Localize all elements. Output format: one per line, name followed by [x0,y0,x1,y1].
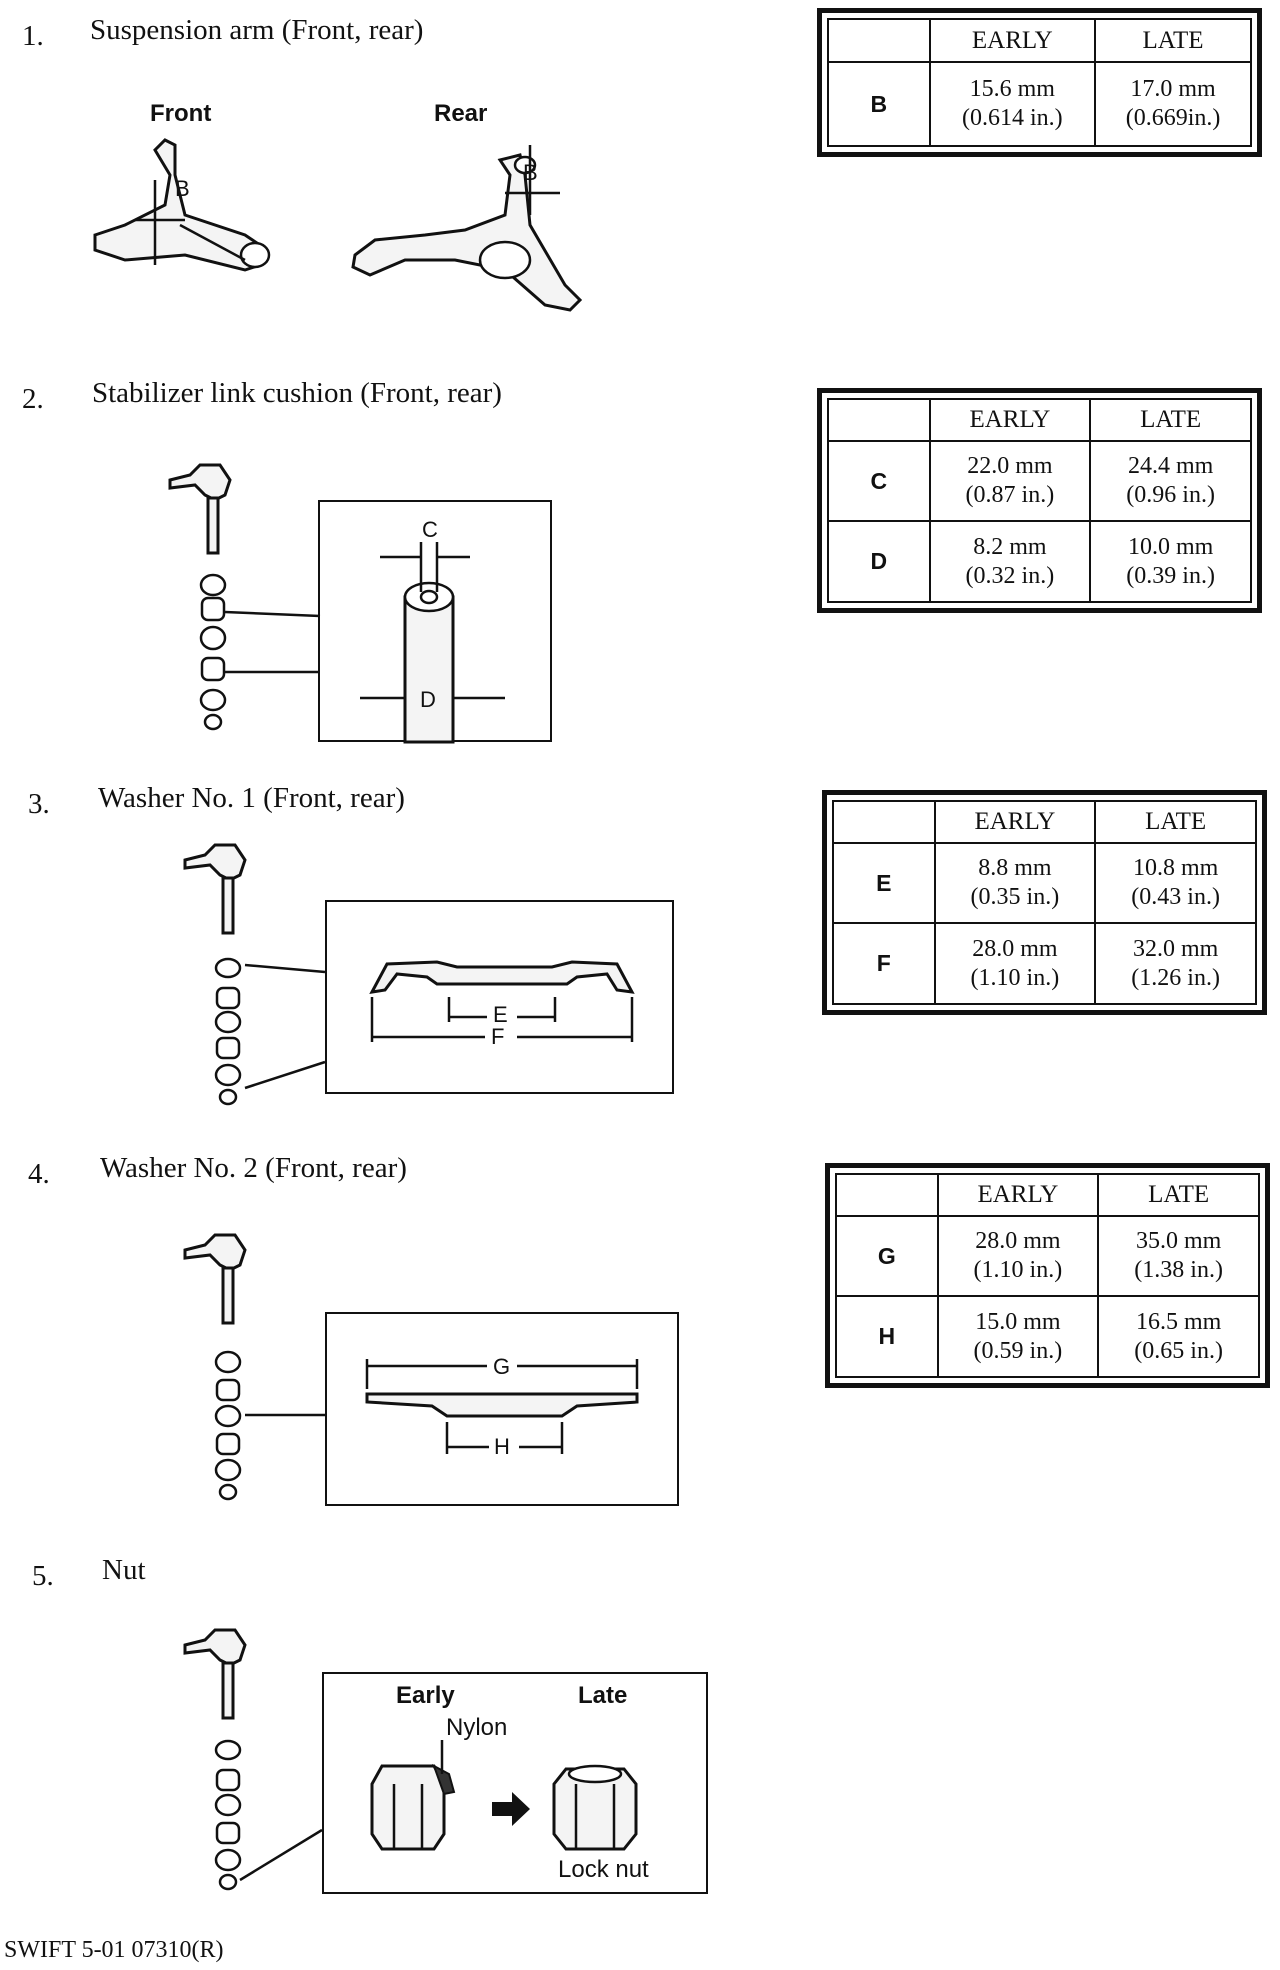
row-key: E [832,841,936,925]
section-4-title: Washer No. 2 (Front, rear) [100,1152,407,1184]
fig3-e-label: E [493,1002,508,1027]
fig1-front-label: Front [150,100,212,127]
header-early: EARLY [933,800,1097,844]
cushion-detail-figure: C D [318,500,552,744]
late-value: 35.0 mm(1.38 in.) [1097,1214,1260,1298]
spec-table-3-header: EARLY LATE [832,800,1257,844]
fig4-g-label: G [493,1354,511,1379]
late-value: 10.0 mm(0.39 in.) [1089,520,1252,603]
page-footer-code: SWIFT 5-01 07310(R) [4,1937,224,1963]
empty-header-cell [827,17,931,64]
empty-header-cell [832,800,936,844]
fig2-c-label: C [422,517,438,542]
spec-table-4-header: EARLY LATE [835,1173,1260,1217]
spec-table-2: EARLY LATE C 22.0 mm(0.87 in.) 24.4 mm(0… [817,388,1262,613]
header-late: LATE [1089,398,1252,442]
fig4-h-label: H [494,1434,510,1459]
section-3-number: 3. [28,788,50,820]
leader-lines [239,1828,323,1882]
fig5-late-label: Late [578,1682,628,1709]
section-1-number: 1. [22,20,44,52]
header-late: LATE [1094,800,1257,844]
late-value: 16.5 mm(0.65 in.) [1097,1295,1260,1378]
empty-header-cell [827,398,931,442]
section-5-number: 5. [32,1560,54,1592]
spec-table-1-header: EARLY LATE [827,17,1252,64]
row-key: C [827,439,931,523]
washer2-detail-figure: G H [325,1312,679,1506]
fig1-dim-label-front: B [175,176,190,201]
section-1-title: Suspension arm (Front, rear) [90,14,424,46]
leader-lines [244,963,326,1090]
late-value: 17.0 mm(0.669in.) [1094,61,1252,147]
fig2-d-label: D [420,687,436,712]
table-row: E 8.8 mm(0.35 in.) 10.8 mm(0.43 in.) [832,841,1257,925]
row-key: G [835,1214,939,1298]
fig5-early-label: Early [396,1682,455,1709]
row-key: B [827,61,931,147]
early-value: 28.0 mm(1.10 in.) [933,922,1097,1005]
table-row: D 8.2 mm(0.32 in.) 10.0 mm(0.39 in.) [827,520,1252,603]
row-key: F [832,922,936,1005]
late-value: 24.4 mm(0.96 in.) [1089,439,1252,523]
early-value: 28.0 mm(1.10 in.) [936,1214,1100,1298]
fig3-f-label: F [491,1024,505,1049]
spec-table-4: EARLY LATE G 28.0 mm(1.10 in.) 35.0 mm(1… [825,1163,1270,1388]
header-late: LATE [1097,1173,1260,1217]
early-value: 15.0 mm(0.59 in.) [936,1295,1100,1378]
fig1-rear-label: Rear [434,100,488,127]
leader-lines [224,610,321,674]
spec-table-2-header: EARLY LATE [827,398,1252,442]
washer1-stack-illustration [183,843,247,1106]
table-row: H 15.0 mm(0.59 in.) 16.5 mm(0.65 in.) [835,1295,1260,1378]
fig5-nylon-label: Nylon [446,1714,508,1741]
stabilizer-link-stack-illustration [168,463,232,731]
spec-table-3: EARLY LATE E 8.8 mm(0.35 in.) 10.8 mm(0.… [822,790,1267,1015]
early-value: 8.2 mm(0.32 in.) [928,520,1092,603]
early-value: 8.8 mm(0.35 in.) [933,841,1097,925]
table-row: B 15.6 mm(0.614 in.) 17.0 mm(0.669in.) [827,61,1252,147]
header-early: EARLY [928,17,1097,64]
section-3-title: Washer No. 1 (Front, rear) [98,782,405,814]
section-5-title: Nut [102,1554,146,1586]
section-2-number: 2. [22,383,44,415]
row-key: H [835,1295,939,1378]
table-row: F 28.0 mm(1.10 in.) 32.0 mm(1.26 in.) [832,922,1257,1005]
table-row: C 22.0 mm(0.87 in.) 24.4 mm(0.96 in.) [827,439,1252,523]
late-value: 32.0 mm(1.26 in.) [1094,922,1257,1005]
header-late: LATE [1094,17,1252,64]
section-4-number: 4. [28,1158,50,1190]
header-early: EARLY [928,398,1092,442]
early-value: 15.6 mm(0.614 in.) [928,61,1097,147]
fig5-lock-nut-label: Lock nut [558,1856,649,1883]
nut-stack-illustration [183,1628,247,1891]
table-row: G 28.0 mm(1.10 in.) 35.0 mm(1.38 in.) [835,1214,1260,1298]
washer1-detail-figure: E F [325,900,674,1094]
leader-lines [245,1413,325,1417]
early-value: 22.0 mm(0.87 in.) [928,439,1092,523]
row-key: D [827,520,931,603]
late-value: 10.8 mm(0.43 in.) [1094,841,1257,925]
section-2-title: Stabilizer link cushion (Front, rear) [92,377,502,409]
nut-detail-figure: Early Late Nylon Lock nut [322,1672,708,1894]
header-early: EARLY [936,1173,1100,1217]
fig1-dim-label-rear: B [523,160,538,185]
spec-table-1: EARLY LATE B 15.6 mm(0.614 in.) 17.0 mm(… [817,8,1262,157]
washer2-stack-illustration [183,1233,247,1501]
suspension-arm-illustration [93,138,583,312]
empty-header-cell [835,1173,939,1217]
